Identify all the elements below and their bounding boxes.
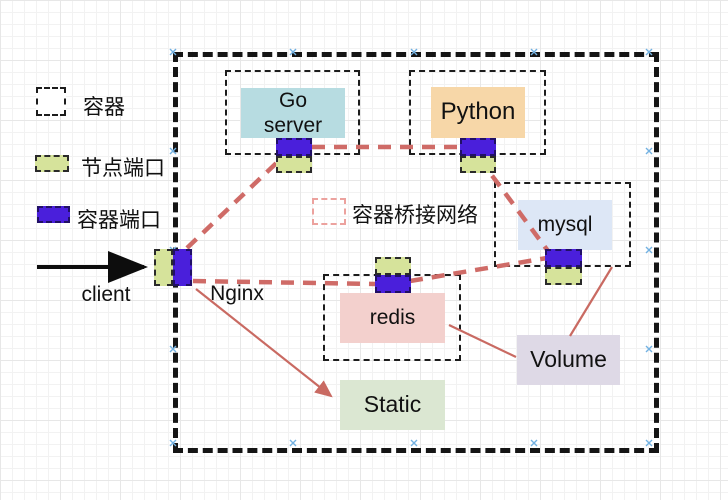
python-container-port[interactable] <box>460 138 496 156</box>
volume-node[interactable]: Volume <box>517 335 620 385</box>
legend-node-port-label: 节点端口 <box>81 157 165 180</box>
edge-nginx-to-redis[interactable] <box>192 278 377 287</box>
edge-python-to-mysql[interactable] <box>477 156 550 253</box>
static-node[interactable]: Static <box>340 380 445 430</box>
selection-handle-x[interactable] <box>169 439 177 447</box>
python-node-port[interactable] <box>460 156 496 173</box>
python-label: Python <box>440 98 516 126</box>
legend-container-port-label: 容器端口 <box>77 209 161 232</box>
go-server-label: Go server <box>263 88 323 137</box>
redis-node-port[interactable] <box>375 257 411 275</box>
edge-redis-to-mysql[interactable] <box>409 255 548 284</box>
go-server-node-port[interactable] <box>276 156 312 173</box>
nginx-container-port[interactable] <box>173 249 192 286</box>
selection-handle-x[interactable] <box>169 147 177 155</box>
legend-bridge-network-swatch[interactable] <box>312 198 346 225</box>
redis-label: redis <box>369 306 416 330</box>
edge-nginx-to-static-arrow[interactable] <box>195 288 333 398</box>
selection-handle-x[interactable] <box>289 439 297 447</box>
selection-handle-marks <box>169 48 653 447</box>
selection-handle-x[interactable] <box>645 48 653 56</box>
go-server-node[interactable]: Go server <box>241 88 345 138</box>
redis-node[interactable]: redis <box>340 293 445 343</box>
volume-label: Volume <box>530 346 607 373</box>
legend-node-port-swatch[interactable] <box>35 155 69 172</box>
selection-handle-x[interactable] <box>645 439 653 447</box>
static-label: Static <box>363 391 422 418</box>
selection-handle-x[interactable] <box>169 345 177 353</box>
mysql-node[interactable]: mysql <box>518 200 612 250</box>
mysql-node-port[interactable] <box>545 267 582 285</box>
legend-container-label: 容器 <box>83 96 125 119</box>
go-server-container-port[interactable] <box>276 138 312 156</box>
legend-container-swatch[interactable] <box>36 87 66 116</box>
selection-handle-x[interactable] <box>410 48 418 56</box>
selection-handle-x[interactable] <box>169 48 177 56</box>
selection-handle-x[interactable] <box>410 439 418 447</box>
selection-handle-x[interactable] <box>530 48 538 56</box>
mysql-container-port[interactable] <box>545 249 582 267</box>
edge-nginx-to-go-server[interactable] <box>185 150 290 250</box>
selection-handle-x[interactable] <box>530 439 538 447</box>
selection-handle-x[interactable] <box>645 147 653 155</box>
selection-handle-x[interactable] <box>645 246 653 254</box>
python-node[interactable]: Python <box>431 87 525 138</box>
legend-container-port-swatch[interactable] <box>37 206 70 223</box>
legend-bridge-network-label: 容器桥接网络 <box>352 204 478 227</box>
edge-redis-to-volume[interactable] <box>448 324 517 358</box>
selection-handle-x[interactable] <box>645 345 653 353</box>
mysql-label: mysql <box>537 213 593 237</box>
redis-container-port[interactable] <box>375 275 411 293</box>
nginx-node-port[interactable] <box>154 249 173 286</box>
edge-mysql-to-volume[interactable] <box>569 266 613 337</box>
selection-handle-x[interactable] <box>289 48 297 56</box>
